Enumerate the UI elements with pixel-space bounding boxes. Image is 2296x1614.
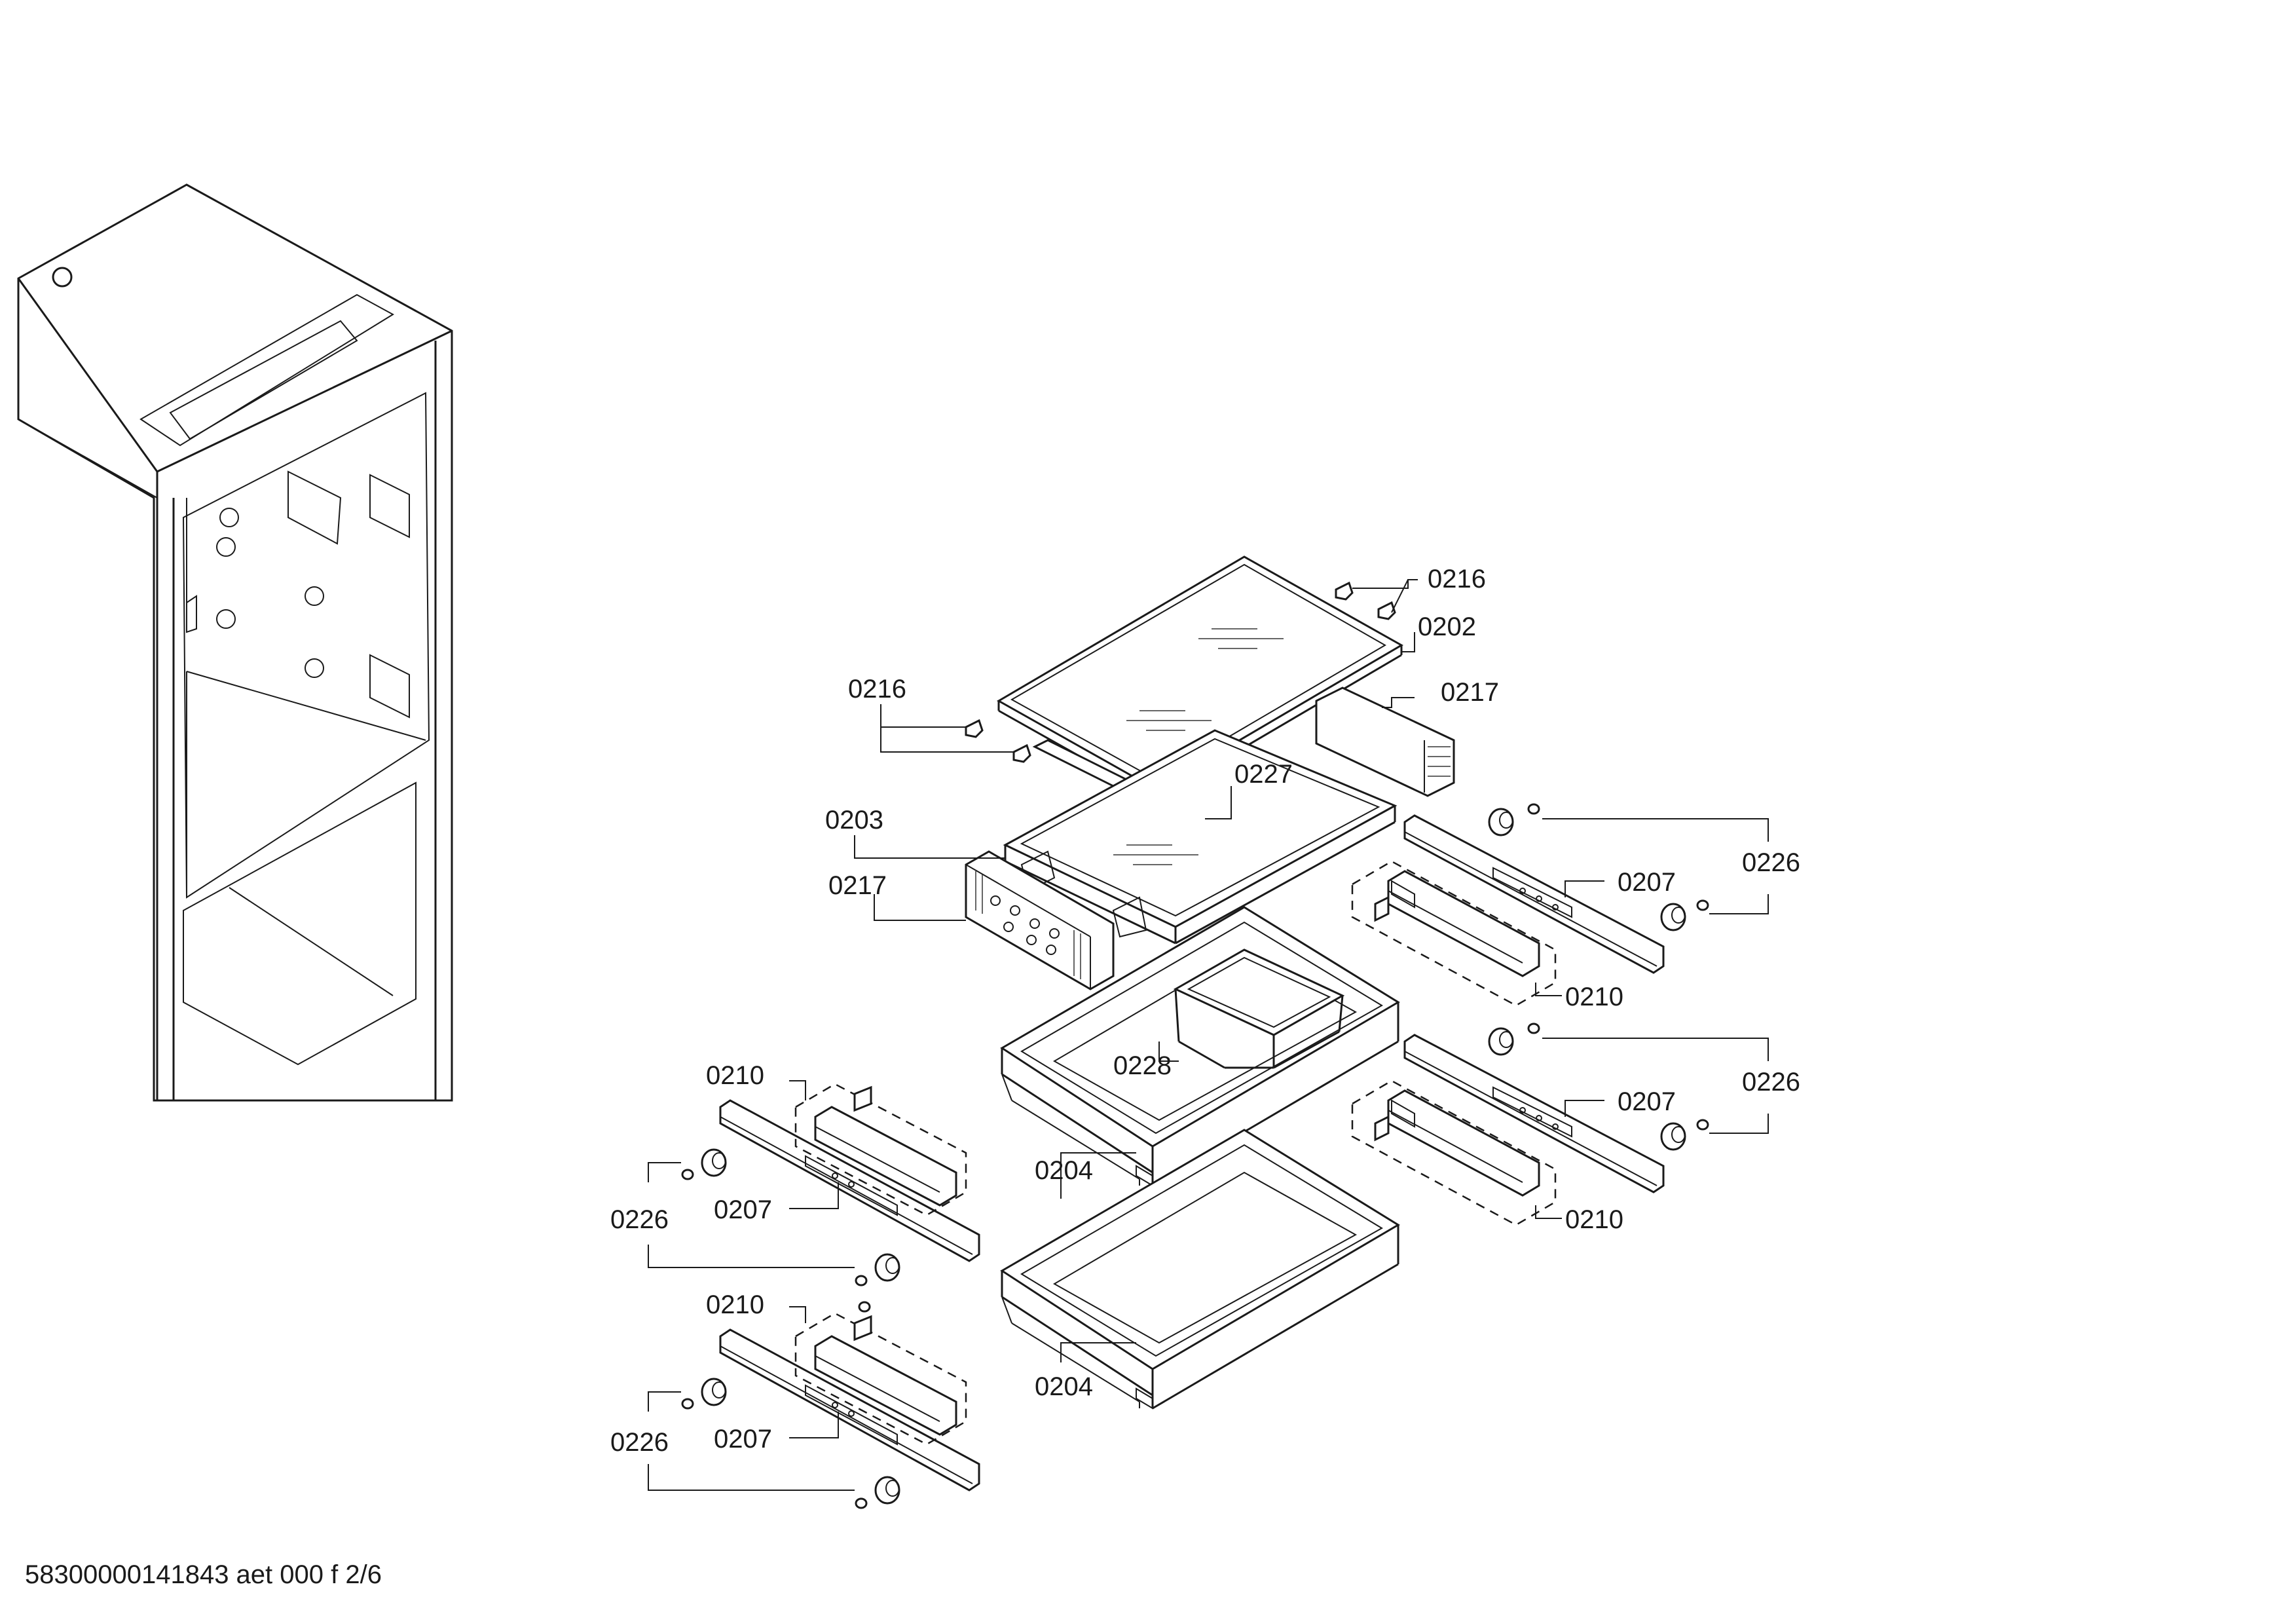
callout-0228: 0228: [1113, 1051, 1172, 1080]
callout-0210-right-upper: 0210: [1565, 983, 1623, 1011]
carrier-right-lower: [1351, 1079, 1557, 1226]
callout-0226-left-upper: 0226: [610, 1205, 669, 1234]
rollers: [681, 803, 1709, 1509]
callout-0202: 0202: [1418, 612, 1476, 641]
leader-lines: [648, 579, 1769, 1491]
document-code: 58300000141843 aet 000 f 2/6: [25, 1560, 382, 1589]
callout-0217-rear: 0217: [1441, 678, 1499, 707]
callout-0210-right-lower: 0210: [1565, 1205, 1623, 1234]
drawer-upper: [1000, 906, 1400, 1187]
callout-0217-front: 0217: [828, 871, 887, 900]
carrier-left-lower: [794, 1312, 967, 1446]
front-panel: [965, 850, 1115, 990]
callout-labels: 0216 0202 0217 0216 0227 0203 0217 0226 …: [610, 565, 1800, 1457]
callout-0207-right-upper: 0207: [1618, 868, 1676, 897]
callout-0210-left-upper: 0210: [706, 1061, 764, 1090]
rail-right-lower: [1403, 1034, 1665, 1193]
carrier-left-upper: [794, 1083, 967, 1216]
rail-right-upper: [1403, 814, 1665, 974]
callout-0226-right-upper: 0226: [1742, 848, 1800, 877]
rail-left-upper: [719, 1099, 980, 1262]
callout-0207-left-lower: 0207: [714, 1425, 772, 1454]
callout-0227: 0227: [1234, 760, 1293, 789]
callout-0204-lower: 0204: [1035, 1372, 1093, 1401]
callout-0216-top-right: 0216: [1428, 565, 1486, 593]
storage-box: [1173, 948, 1345, 1069]
rear-profile-upper: [1315, 686, 1455, 797]
callout-0210-left-lower: 0210: [706, 1290, 764, 1319]
carrier-right-upper: [1351, 860, 1557, 1007]
callout-0204-upper: 0204: [1035, 1156, 1093, 1185]
rail-left-lower: [719, 1328, 980, 1492]
callout-0207-right-lower: 0207: [1618, 1087, 1676, 1116]
fridge-cabinet: [17, 183, 453, 1102]
callout-0226-right-lower: 0226: [1742, 1068, 1800, 1097]
callout-0216-left: 0216: [848, 675, 906, 704]
shelf-clips: [965, 581, 1396, 763]
callout-0203: 0203: [825, 806, 883, 835]
glass-shelf-lower: [1003, 729, 1398, 945]
callout-0207-left-upper: 0207: [714, 1195, 772, 1224]
drawer-lower: [1000, 1129, 1400, 1410]
callout-0226-left-lower: 0226: [610, 1428, 669, 1457]
